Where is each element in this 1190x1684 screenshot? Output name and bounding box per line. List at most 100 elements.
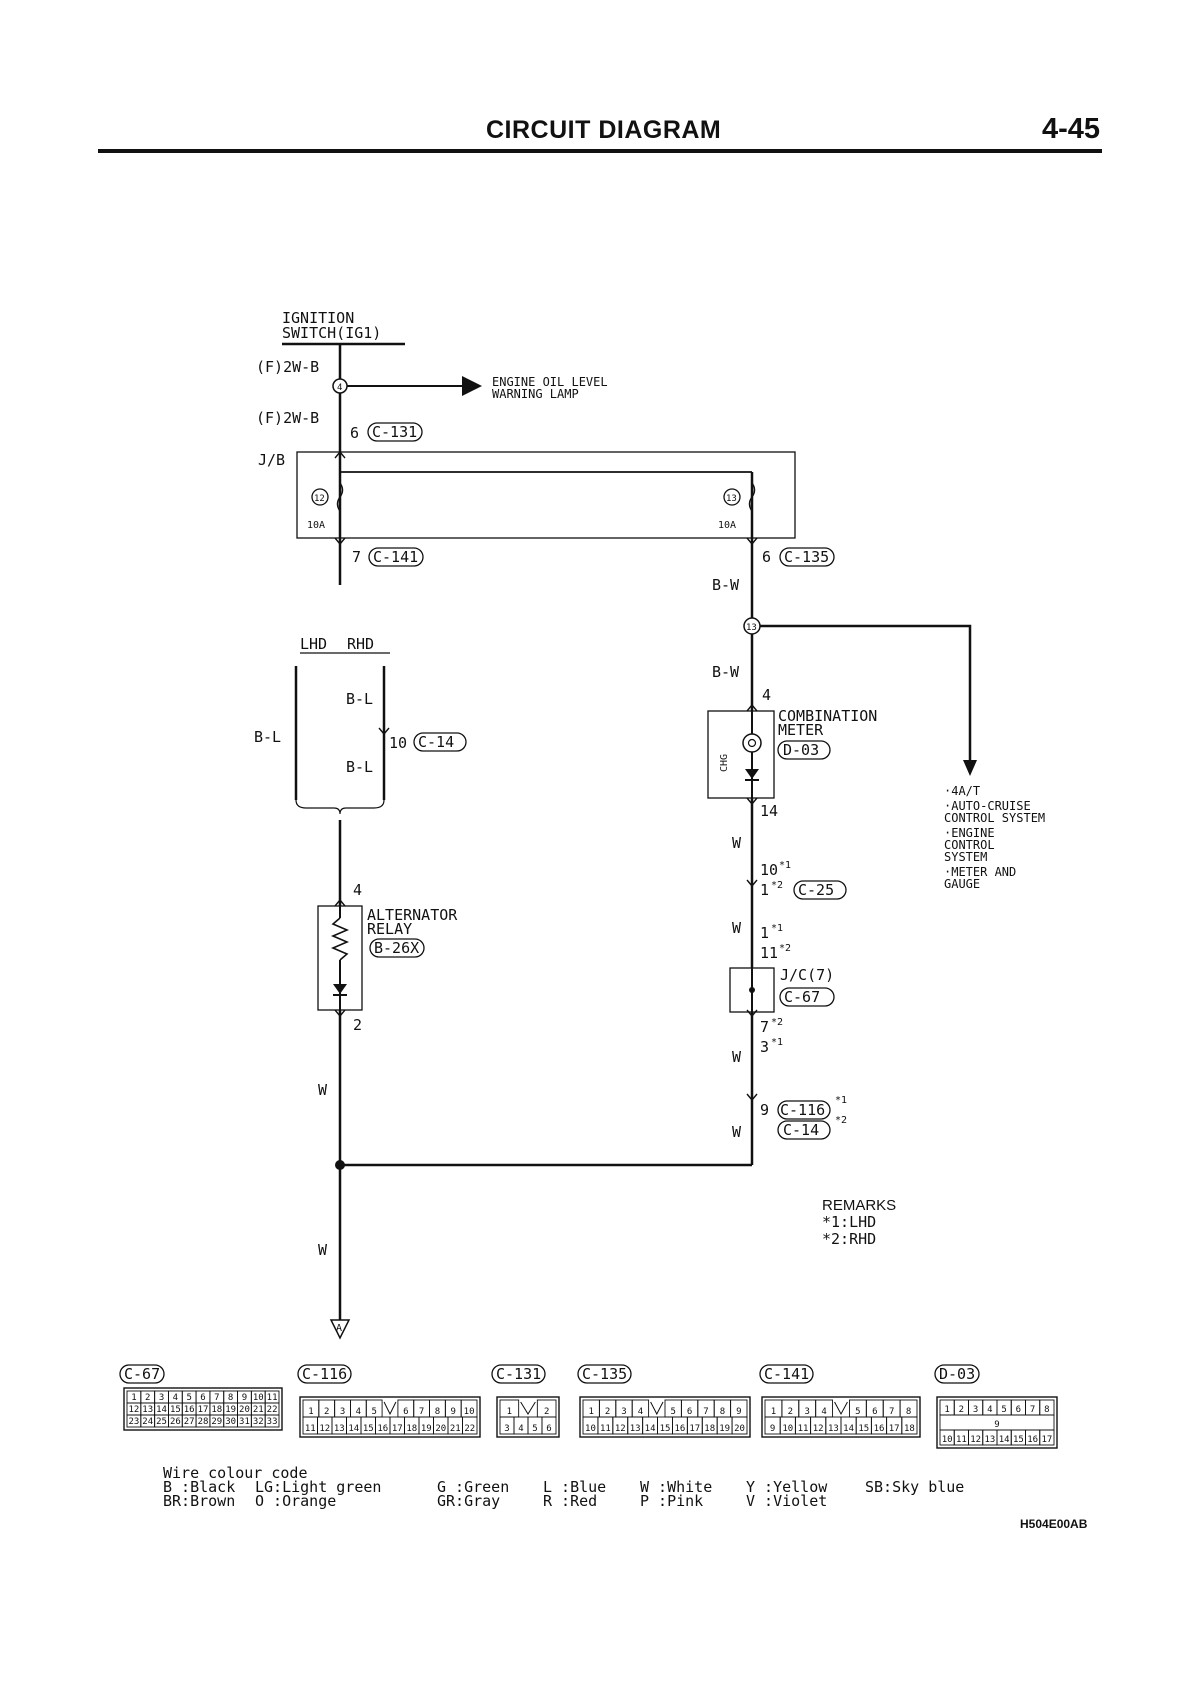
connector-pin-number: 6 bbox=[1016, 1405, 1021, 1415]
remarks-lhd: *1:LHD bbox=[822, 1213, 876, 1231]
page-number: 4-45 bbox=[1042, 113, 1101, 145]
pin-c141: 7 bbox=[352, 548, 361, 566]
connector-pin-number: 3 bbox=[340, 1407, 345, 1417]
combination-meter-box bbox=[707, 710, 775, 799]
connector-pin-number: 4 bbox=[173, 1393, 178, 1403]
connector-pin-number: 8 bbox=[435, 1407, 440, 1417]
connector-pin-number: 22 bbox=[267, 1405, 278, 1415]
connector-pin-number: 8 bbox=[906, 1407, 911, 1417]
wire-to-systems bbox=[760, 624, 972, 770]
connector-pin-number: 13 bbox=[630, 1424, 641, 1434]
wire-label-w-left-1: W bbox=[318, 1081, 328, 1099]
lhd-label: LHD bbox=[300, 635, 327, 653]
fuse-13-symbol bbox=[748, 482, 756, 512]
connector-face-badge bbox=[491, 1364, 546, 1384]
connector-pin-cell bbox=[462, 1416, 478, 1435]
connector-face-badge bbox=[119, 1364, 165, 1384]
connector-pin-number: 13 bbox=[142, 1405, 153, 1415]
connector-pin-number: 1 bbox=[588, 1407, 593, 1417]
charge-lamp-icon bbox=[742, 733, 762, 753]
connector-pin-number: 6 bbox=[200, 1393, 205, 1403]
connector-pin-number: 2 bbox=[145, 1393, 150, 1403]
connector-pin-number: 2 bbox=[788, 1407, 793, 1417]
connector-pin-number: 21 bbox=[253, 1405, 264, 1415]
connector-pin-number: 17 bbox=[889, 1424, 900, 1434]
connector-pin-number: 9 bbox=[451, 1407, 456, 1417]
colour-brown: BR:Brown bbox=[163, 1492, 235, 1510]
connector-pin-number: 16 bbox=[674, 1424, 685, 1434]
connector-face-label: C-131 bbox=[496, 1365, 541, 1383]
fuse-12-number: 12 bbox=[314, 494, 325, 504]
colour-pink: P :Pink bbox=[640, 1492, 703, 1510]
connector-pin-number: 16 bbox=[874, 1424, 885, 1434]
pin-relay-in: 4 bbox=[353, 881, 362, 899]
colour-violet: V :Violet bbox=[746, 1492, 827, 1510]
connector-face-body bbox=[299, 1396, 481, 1438]
wire-label-w-right-3: W bbox=[732, 1048, 742, 1066]
connector-pin-number: 14 bbox=[156, 1405, 167, 1415]
pin-c131: 6 bbox=[350, 424, 359, 442]
relay-diode-icon bbox=[333, 984, 347, 994]
mark-c25-1: *1 bbox=[779, 860, 791, 871]
connector-pin-number: 31 bbox=[239, 1417, 250, 1427]
connector-pin-number: 7 bbox=[419, 1407, 424, 1417]
connector-c116-badge bbox=[777, 1100, 831, 1120]
connector-pin-number: 14 bbox=[843, 1424, 854, 1434]
mark-c116: *1 bbox=[835, 1095, 847, 1106]
connector-face-badge bbox=[297, 1364, 352, 1384]
connector-pin-number: 18 bbox=[211, 1405, 222, 1415]
system-item-7: ·METER AND bbox=[944, 865, 1016, 879]
connector-c141-label: C-141 bbox=[373, 548, 418, 566]
connector-pin-number: 3 bbox=[159, 1393, 164, 1403]
wire-label-f2wb-2: (F)2W-B bbox=[256, 409, 319, 427]
wire-label-w-right-4: W bbox=[732, 1123, 742, 1141]
connector-pin-number: 20 bbox=[734, 1424, 745, 1434]
wire-colour-title: Wire colour code bbox=[163, 1464, 308, 1482]
connector-c67-badge bbox=[779, 987, 835, 1007]
connector-pin-number: 1 bbox=[771, 1407, 776, 1417]
ground-label: A bbox=[336, 1323, 342, 1334]
connector-pin-number: 18 bbox=[406, 1424, 417, 1434]
connector-pin-number: 4 bbox=[987, 1405, 992, 1415]
relay-coil bbox=[330, 917, 350, 961]
pin-meter-in: 4 bbox=[762, 686, 771, 704]
connector-key bbox=[383, 1401, 397, 1416]
connector-pin-number: 22 bbox=[464, 1424, 475, 1434]
connector-face-body bbox=[123, 1387, 283, 1431]
colour-blue: L :Blue bbox=[543, 1478, 606, 1496]
connector-pin-number: 7 bbox=[214, 1393, 219, 1403]
connector-face-label: C-141 bbox=[764, 1365, 809, 1383]
connector-pin-number: 4 bbox=[356, 1407, 361, 1417]
connector-pin-number: 14 bbox=[348, 1424, 359, 1434]
connector-face-body bbox=[496, 1396, 560, 1438]
connector-pin-number: 6 bbox=[546, 1424, 551, 1434]
connector-pin-number: 27 bbox=[184, 1417, 195, 1427]
connector-pin-number: 17 bbox=[1041, 1435, 1052, 1445]
junction-block bbox=[296, 451, 796, 539]
connector-pin-cell bbox=[1039, 1429, 1055, 1446]
colour-green: G :Green bbox=[437, 1478, 509, 1496]
connector-pin-number: 11 bbox=[798, 1424, 809, 1434]
connector-c135-label: C-135 bbox=[784, 548, 829, 566]
colour-white: W :White bbox=[640, 1478, 712, 1496]
connector-c131-badge bbox=[367, 422, 423, 442]
system-item-8: GAUGE bbox=[944, 877, 980, 891]
page-header: CIRCUIT DIAGRAM 4-45 bbox=[0, 0, 1190, 160]
alternator-relay-label-2: RELAY bbox=[367, 920, 412, 938]
joint-connector-dot bbox=[749, 987, 755, 993]
charge-lamp-filament bbox=[747, 738, 757, 748]
connector-face-badge bbox=[934, 1364, 980, 1384]
junction-block-label: J/B bbox=[258, 451, 285, 469]
connector-pin-number: 9 bbox=[994, 1420, 999, 1430]
connector-c14b-label: C-14 bbox=[783, 1121, 819, 1139]
connector-b26x-label: B-26X bbox=[374, 939, 419, 957]
connector-pin-number: 6 bbox=[687, 1407, 692, 1417]
connector-pin-number: 12 bbox=[615, 1424, 626, 1434]
remarks-title: REMARKS bbox=[822, 1197, 896, 1214]
connector-key bbox=[834, 1401, 848, 1416]
pin-c14: 10 bbox=[389, 734, 407, 752]
